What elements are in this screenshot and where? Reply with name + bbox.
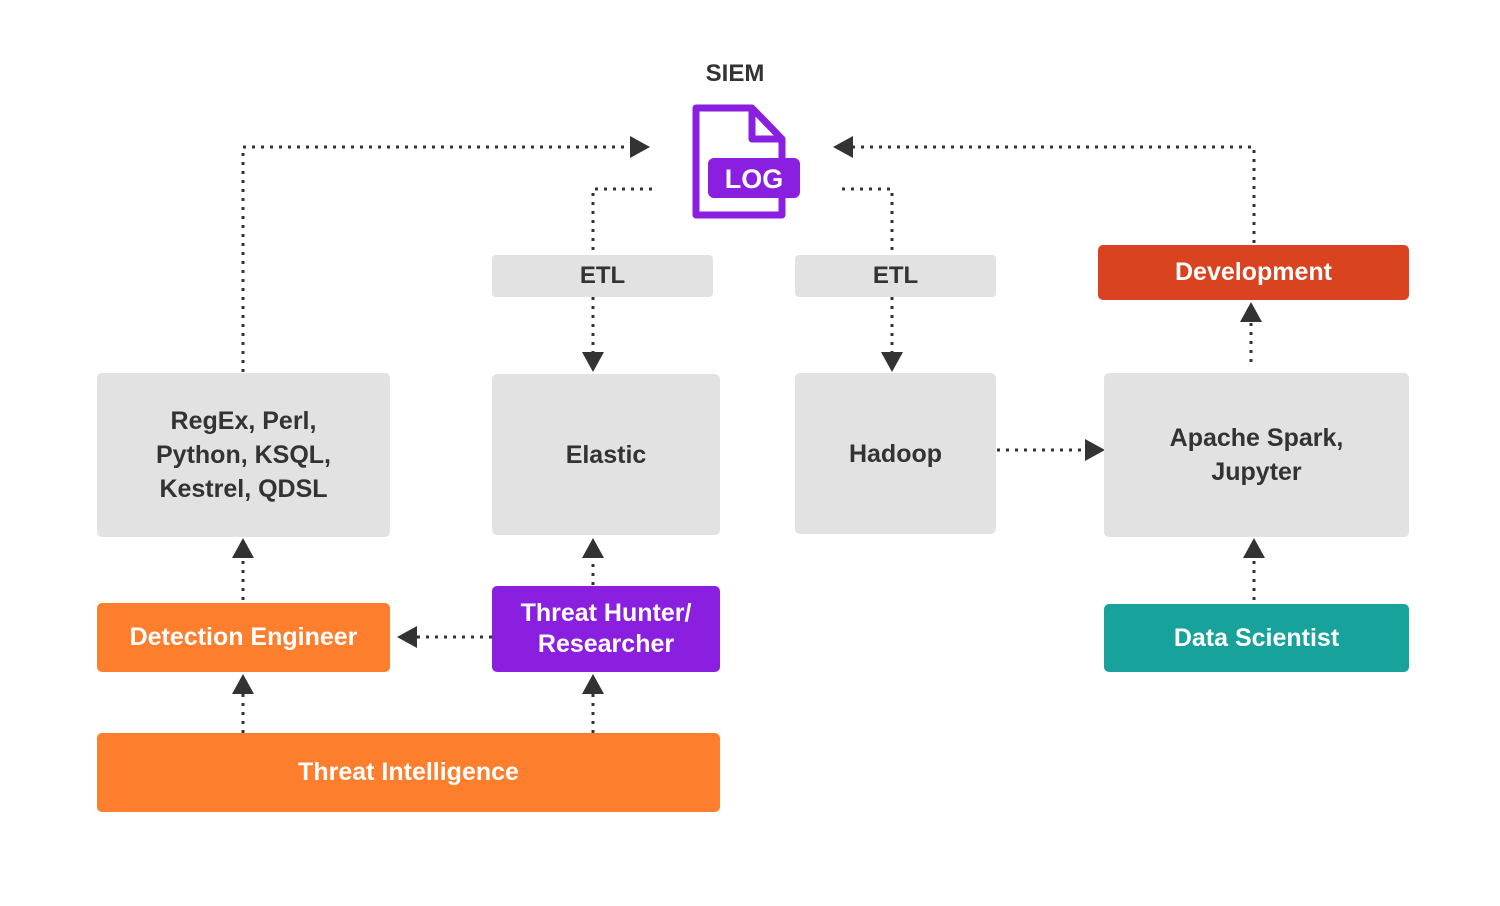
arrowhead-up <box>1240 302 1262 322</box>
log-file-icon: LOG <box>692 104 800 219</box>
query-languages-line: RegEx, Perl, <box>170 407 317 435</box>
etl-label-left: ETL <box>492 255 713 297</box>
threat-intelligence-label: Threat Intelligence <box>298 758 519 786</box>
hadoop-box: Hadoop <box>795 373 996 534</box>
query-languages-box: RegEx, Perl, Python, KSQL, Kestrel, QDSL <box>97 373 390 537</box>
threat-hunter-line: Researcher <box>537 630 675 658</box>
connector-siem-to-hadoop <box>842 187 894 352</box>
development-label: Development <box>1175 258 1332 286</box>
elastic-label: Elastic <box>565 440 647 469</box>
log-icon-label: LOG <box>725 164 784 194</box>
data-scientist-label: Data Scientist <box>1173 623 1340 652</box>
arrowhead-right <box>1085 439 1105 461</box>
data-scientist-box: Data Scientist <box>1104 604 1409 672</box>
arrowhead-left <box>397 626 417 648</box>
connector-development-to-siem <box>853 145 1256 243</box>
threat-intelligence-box: Threat Intelligence <box>97 733 720 812</box>
connector-siem-to-elastic <box>591 187 652 352</box>
detection-engineer-label: Detection Engineer <box>129 623 358 651</box>
arrowhead-up <box>582 538 604 558</box>
threat-hunter-line: Threat Hunter/ <box>520 599 692 627</box>
threat-hunter-box: Threat Hunter/ Researcher <box>492 586 720 672</box>
query-languages-line: Kestrel, QDSL <box>159 475 328 503</box>
arrowhead-right <box>630 136 650 158</box>
arrowhead-up <box>232 538 254 558</box>
arrowhead-up <box>582 674 604 694</box>
query-languages-line: Python, KSQL, <box>156 441 331 469</box>
detection-engineer-box: Detection Engineer <box>97 603 390 672</box>
arrowhead-down <box>881 352 903 372</box>
siem-title: SIEM <box>705 60 765 87</box>
arrowhead-up <box>1243 538 1265 558</box>
spark-jupyter-line: Apache Spark, <box>1169 424 1344 452</box>
elastic-box: Elastic <box>492 374 720 535</box>
hadoop-label: Hadoop <box>848 439 943 468</box>
arrowhead-down <box>582 352 604 372</box>
spark-jupyter-box: Apache Spark, Jupyter <box>1104 373 1409 537</box>
arrowhead-left <box>833 136 853 158</box>
arrowhead-up <box>232 674 254 694</box>
development-box: Development <box>1098 245 1409 300</box>
etl-label-right: ETL <box>795 255 996 297</box>
spark-jupyter-line: Jupyter <box>1211 458 1302 486</box>
connector-languages-to-siem <box>241 145 630 372</box>
